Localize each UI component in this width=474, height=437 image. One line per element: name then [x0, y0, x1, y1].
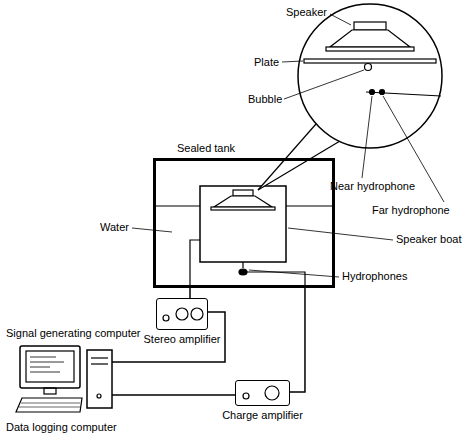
cable: [189, 288, 191, 298]
knob: [163, 315, 169, 321]
screen-line: [30, 367, 50, 368]
amplifier-label: Charge amplifier: [222, 409, 303, 422]
bubble: [365, 64, 372, 71]
keyboard-keys: [21, 403, 80, 404]
part-label: Speaker boat: [396, 233, 461, 246]
speaker-symbol: [354, 22, 386, 30]
computer-label: Signal generating computer: [6, 327, 141, 340]
hydrophone-cable: [366, 92, 441, 96]
part-label: Near hydrophone: [330, 180, 415, 193]
leader-line: [284, 70, 364, 99]
hydrophone-symbol: [239, 269, 247, 275]
leader-line: [288, 228, 393, 240]
computer-tower: [87, 350, 112, 408]
computer: Signal generating computerData logging c…: [16, 344, 112, 416]
leader-line: [282, 61, 303, 62]
knob: [176, 308, 188, 320]
callout-pointer: [258, 141, 340, 190]
speaker-symbol: [233, 190, 253, 196]
speaker-cable: [190, 240, 200, 286]
knob: [243, 393, 249, 399]
hydrophone-cable: [247, 272, 305, 286]
cable: [290, 288, 305, 392]
far-hydrophone: [380, 90, 385, 95]
screen: [26, 351, 74, 382]
keyboard-keys: [19, 407, 80, 408]
drive-slot: [91, 357, 108, 358]
part-label: Plate: [254, 56, 279, 69]
water-surface: [156, 205, 200, 206]
hydrophone-mount: [242, 262, 243, 268]
drive-slot: [91, 363, 108, 364]
tank-label: Sealed tank: [177, 142, 235, 155]
leader-line: [132, 228, 172, 232]
computer-label: Data logging computer: [6, 421, 117, 434]
near-hydrophone: [370, 90, 375, 95]
sealed-tank: Sealed tank: [153, 158, 335, 288]
leader-line: [330, 14, 351, 25]
amplifier-box: Charge amplifier: [235, 380, 290, 406]
speaker-boat: [200, 186, 286, 262]
callout-pointer: [258, 124, 316, 190]
cable: [112, 394, 235, 396]
speaker-symbol: [214, 196, 272, 207]
plate: [304, 59, 436, 63]
leader-line: [362, 96, 372, 178]
speaker-symbol: [211, 207, 275, 210]
leader-line: [249, 270, 339, 277]
part-label: Bubble: [248, 93, 282, 106]
keyboard: [16, 398, 82, 412]
screen-line: [30, 372, 60, 373]
water-surface: [286, 205, 332, 206]
part-label: Far hydrophone: [372, 204, 450, 217]
screen-line: [30, 357, 56, 358]
monitor-stand: [44, 388, 56, 394]
magnified-view: [298, 4, 442, 148]
knob: [265, 386, 279, 400]
speaker-symbol: [326, 47, 414, 51]
part-label: Speaker: [286, 6, 327, 19]
monitor: [20, 346, 80, 388]
amplifier-box: Stereo amplifier: [156, 298, 208, 330]
knob: [191, 308, 203, 320]
part-label: Water: [100, 221, 129, 234]
screen-line: [30, 362, 64, 363]
part-label: Hydrophones: [342, 270, 407, 283]
speaker-symbol: [330, 30, 410, 47]
amplifier-label: Stereo amplifier: [143, 333, 220, 346]
power-button: [97, 394, 101, 398]
